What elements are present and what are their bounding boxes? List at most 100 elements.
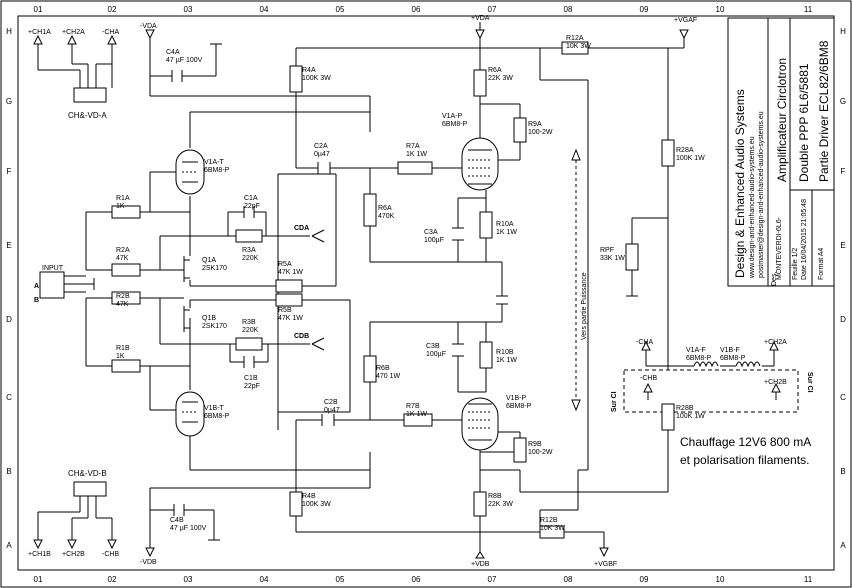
r1b-value: 1K: [116, 353, 125, 360]
c2a-ref: C2A: [314, 143, 328, 150]
pin-cha: -CHA: [102, 29, 119, 36]
grid-row-label: C: [6, 393, 12, 402]
c1a-value: 22pF: [244, 203, 260, 210]
r10b-value: 1K 1W: [496, 357, 517, 364]
c3a-ref: C3A: [424, 229, 438, 236]
r6b-value: 470 1W: [376, 373, 401, 380]
date-stamp: Date 16/04/2015 21:05:48: [801, 199, 808, 280]
r12b-value: 10K 3W: [540, 525, 565, 532]
grid-col-label: 05: [336, 575, 345, 584]
r5a-value: 47K 1W: [278, 269, 303, 276]
c1b-ref: C1B: [244, 375, 258, 382]
r8b-ref: R8B: [488, 493, 502, 500]
r3b-ref: R3B: [242, 319, 256, 326]
grid-col-label: 09: [640, 575, 649, 584]
designer-label: Des.: [771, 272, 778, 286]
connector-b-name: CH&-VD-B: [68, 469, 107, 478]
r3a-ref: R3A: [242, 247, 256, 254]
connector-a-name: CH&-VD-A: [68, 111, 107, 120]
grid-col-label: 10: [716, 5, 725, 14]
v1bp-value: 6BM8-P: [506, 403, 532, 410]
r3a-value: 220K: [242, 255, 259, 262]
r5b-ref: R5B: [278, 307, 292, 314]
cda-label: CDA: [294, 225, 309, 232]
r8b-value: 22K 3W: [488, 501, 513, 508]
r6a-value: 22K 3W: [488, 75, 513, 82]
wires: [37, 38, 799, 552]
rail-arrows: [33, 22, 781, 559]
r5a-ref: R5A: [278, 261, 292, 268]
paper-format: Format A4: [818, 248, 825, 280]
grid-row-label: D: [840, 315, 846, 324]
grid-col-label: 06: [412, 575, 421, 584]
grid-col-label: 03: [184, 575, 193, 584]
grid-row-label: A: [840, 541, 846, 550]
title-line-2: Double PPP 6L6/5881: [797, 63, 811, 182]
c4b-value: 47 µF 100V: [170, 525, 207, 532]
c2a-value: 0µ47: [314, 151, 330, 158]
grid-row-label: H: [6, 27, 12, 36]
r2b-ref: R2B: [116, 293, 130, 300]
rpf-ref: RPF: [600, 247, 614, 254]
title-line-3: Partie Driver ECL82/6BM8: [817, 40, 831, 182]
grid-row-label: G: [6, 97, 12, 106]
label-neg-chb: -CHB: [640, 375, 657, 382]
grid-col-label: 09: [640, 5, 649, 14]
v1af-ref: V1A-F: [686, 347, 706, 354]
input-label: INPUT: [42, 265, 64, 272]
r9a-ref: R9A: [528, 121, 542, 128]
r4b-ref: R4B: [302, 493, 316, 500]
grid-row-label: G: [840, 97, 846, 106]
vertical-note: Vers partie Puissance: [581, 272, 588, 340]
r28a-ref: R28A: [676, 147, 694, 154]
border-grid: 0101020203030404050506060707080809091010…: [6, 5, 846, 584]
r5b-value: 47K 1W: [278, 315, 303, 322]
c2b-value: 0µ47: [324, 407, 340, 414]
tubes: [175, 137, 761, 451]
r7b-ref: R7B: [406, 403, 420, 410]
r12b-ref: R12B: [540, 517, 558, 524]
c4a-ref: C4A: [166, 49, 180, 56]
q1a-value: 2SK170: [202, 265, 227, 272]
grid-col-label: 06: [412, 5, 421, 14]
v1at-value: 6BM8-P: [204, 167, 230, 174]
c1b-value: 22pF: [244, 383, 260, 390]
grid-row-label: C: [840, 393, 846, 402]
grid-row-label: A: [6, 541, 12, 550]
c3b-ref: C3B: [426, 343, 440, 350]
c4b-ref: C4B: [170, 517, 184, 524]
pin-ch1a: +CH1A: [28, 29, 51, 36]
r7a-ref: R7A: [406, 143, 420, 150]
r6a-ref: R6A: [488, 67, 502, 74]
r12a-ref: R12A: [566, 35, 584, 42]
sheet-number: Feuille 1/2: [792, 248, 799, 280]
label-neg-cha: -CHA: [636, 339, 653, 346]
r4b-value: 100K 3W: [302, 501, 331, 508]
grid-col-label: 01: [34, 575, 43, 584]
capacitors: [93, 70, 508, 516]
r9b-ref: R9B: [528, 441, 542, 448]
v1bt-ref: V1B-T: [204, 405, 225, 412]
grid-col-label: 07: [488, 575, 497, 584]
c1a-ref: C1A: [244, 195, 258, 202]
company-web: www.design-and-enhanced-audio-systems.eu: [749, 136, 756, 279]
label-ch2b: +CH2B: [764, 379, 787, 386]
r2a-ref: R2A: [116, 247, 130, 254]
v1bf-value: 6BM8-P: [720, 355, 746, 362]
v1af-value: 6BM8-P: [686, 355, 712, 362]
r4a-ref: R4A: [302, 67, 316, 74]
q1a-ref: Q1A: [202, 257, 216, 264]
r1b-ref: R1B: [116, 345, 130, 352]
pin-ch2b: +CH2B: [62, 551, 85, 558]
pin-ch2a: +CH2A: [62, 29, 85, 36]
resistors: [111, 41, 675, 539]
q1b-value: 2SK170: [202, 323, 227, 330]
r9a-value: 100-2W: [528, 129, 553, 136]
label-vda: +VDA: [471, 15, 490, 22]
input-a: A: [34, 283, 39, 290]
grid-col-label: 02: [108, 575, 117, 584]
grid-row-label: B: [840, 467, 845, 476]
grid-col-label: 08: [564, 5, 573, 14]
r6b-ref: R6B: [376, 365, 390, 372]
